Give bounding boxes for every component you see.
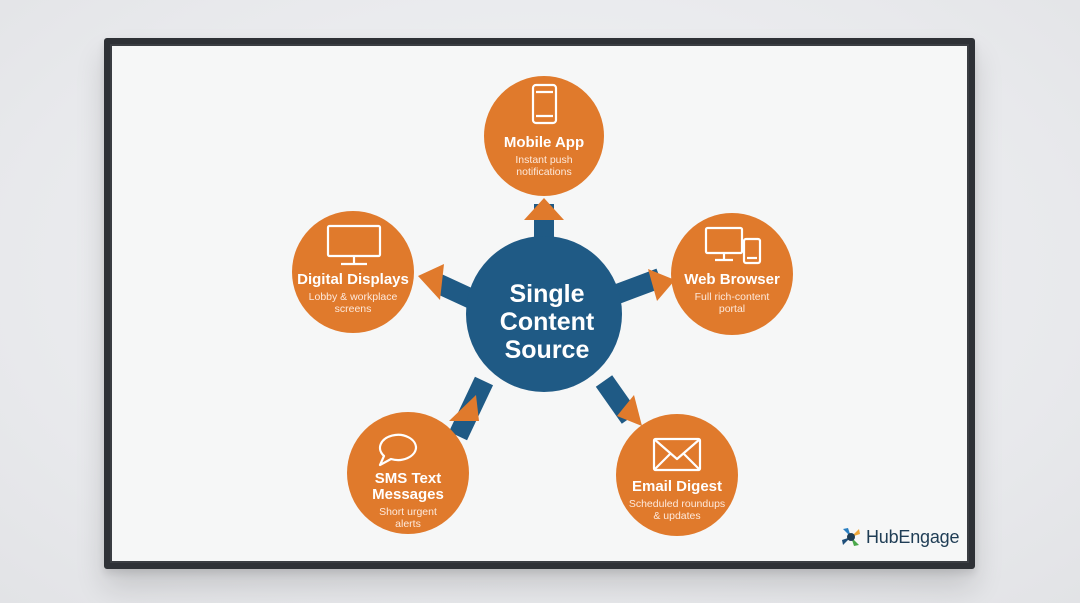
node-displays: Digital Displays Lobby & workplace scree… — [273, 271, 433, 316]
node-email: Email Digest Scheduled roundups & update… — [597, 478, 757, 523]
node-email-title: Email Digest — [631, 478, 723, 495]
hub-label: Single Content Source — [482, 280, 612, 364]
arrow-web — [648, 269, 675, 301]
speech-bubble-icon — [378, 433, 418, 467]
hub-line-1: Single — [509, 280, 585, 308]
node-sms-title-2: Messages — [372, 486, 444, 503]
arrow-mobile — [524, 198, 564, 220]
node-sms: SMS Text Messages Short urgent alerts — [328, 470, 488, 531]
node-web-sub-1: Full rich-content — [694, 291, 770, 303]
node-circle-web — [671, 213, 793, 335]
hubengage-logo: HubEngage — [840, 526, 959, 548]
hubengage-logo-text: HubEngage — [866, 526, 960, 547]
tv-monitor: Single Content Source Mobile App Instant… — [104, 38, 975, 569]
node-mobile-sub-2: notifications — [516, 166, 572, 178]
node-web-sub-2: portal — [718, 303, 746, 315]
node-web: Web Browser Full rich-content portal — [652, 271, 812, 316]
node-mobile: Mobile App Instant push notifications — [464, 134, 624, 179]
node-circle-displays — [292, 211, 414, 333]
arrowheads — [418, 198, 675, 426]
node-sms-sub-2: alerts — [395, 518, 421, 530]
node-circles — [292, 76, 793, 536]
hubengage-logo-icon — [842, 528, 860, 546]
node-circle-email — [616, 414, 738, 536]
node-sms-sub-1: Short urgent — [379, 506, 437, 518]
screen: Single Content Source Mobile App Instant… — [112, 46, 967, 561]
smartphone-icon — [531, 83, 558, 125]
node-displays-sub-2: screens — [334, 303, 372, 315]
node-mobile-sub-1: Instant push — [515, 154, 573, 166]
node-mobile-title: Mobile App — [503, 134, 585, 151]
node-sms-title: SMS Text — [374, 470, 442, 487]
node-email-sub-1: Scheduled roundups — [628, 498, 726, 510]
monitor-icon — [326, 224, 382, 266]
node-web-title: Web Browser — [684, 271, 780, 288]
arrow-displays — [418, 264, 444, 300]
hub-line-3: Source — [504, 336, 590, 364]
desktop-tablet-icon — [704, 226, 762, 265]
node-email-sub-2: & updates — [653, 510, 701, 522]
node-displays-title: Digital Displays — [297, 271, 409, 288]
arrow-email — [617, 395, 642, 426]
hub-spoke-diagram — [292, 76, 793, 536]
node-displays-sub-1: Lobby & workplace — [308, 291, 398, 303]
hub-line-2: Content — [499, 308, 595, 336]
envelope-icon — [652, 437, 702, 472]
node-circle-sms — [347, 412, 469, 534]
hub-circle — [466, 236, 622, 392]
node-circle-mobile — [484, 76, 604, 196]
arrow-sms — [449, 395, 479, 421]
